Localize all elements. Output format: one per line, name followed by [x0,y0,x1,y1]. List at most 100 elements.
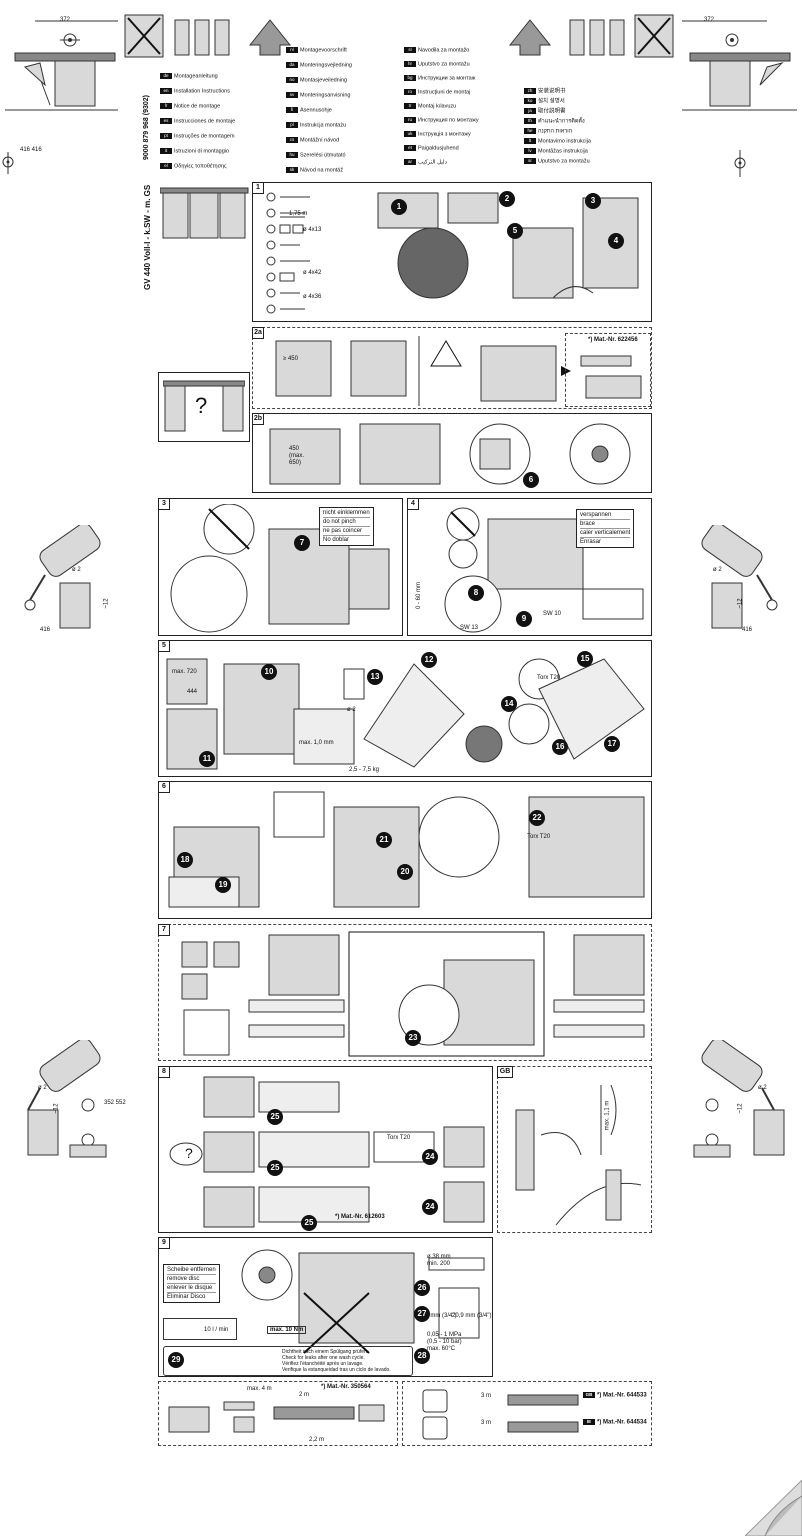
step-20-marker: 20 [397,864,413,880]
parts-list-illustration [266,192,310,314]
country-code-ie: IE [583,1419,595,1425]
step-16-marker: 16 [552,739,568,755]
drill-depth-lower-right: ~12 [737,1103,744,1114]
language-title: Instrucţiuni de montaj [418,89,471,96]
panel-8: 8 ? Torx T20 *) Mat.-Nr. 612603 25 25 25… [158,1066,493,1233]
pressure-bar: (0,5 - 10 bar) [427,1339,462,1345]
part-screw-4x13: ø 4x13 [303,227,322,233]
leak-check-de: Dichtheit nach einem Spülgang prüfen. [282,1349,369,1355]
do-not-pinch-warning: nicht einklemmen do not pinch ne pas coi… [319,507,374,546]
language-code-badge: da [286,62,298,68]
drill-diameter-lower-right: ø 2 [758,1085,767,1091]
panel-5-illustration [166,658,645,770]
step-24-marker-b: 24 [422,1199,438,1215]
step-1-marker: 1 [391,199,407,215]
language-title: Instrukcja montażu [300,122,347,129]
step-2-marker: 2 [499,191,515,207]
panel-4-illustration [444,507,644,633]
language-title: Uputstvo za montažu [538,158,590,165]
aquastop-mat-2: IE*) Mat.-Nr. 644534 [583,1419,647,1426]
panel-8-mat-number: *) Mat.-Nr. 612603 [335,1214,385,1220]
language-code-badge: ko [524,98,536,104]
step-13-marker: 13 [367,669,383,685]
drill-depth-right: ~12 [737,598,744,609]
panel-2a: 2a ≥ 450 *) Mat.-Nr. 622456 [252,327,652,409]
language-title: คำแนะนำการติดตั้ง [538,118,585,125]
language-code-badge: es [160,118,172,124]
step-14-marker: 14 [501,696,517,712]
step-28-marker: 28 [414,1348,430,1364]
panel-6-torx: Torx T20 [527,834,551,840]
step-4-marker: 4 [608,233,624,249]
step-19-marker: 19 [215,877,231,893]
thread-size-a: 26,4 mm (3/4") [417,1313,457,1319]
language-code-badge: pl [286,122,298,128]
language-code-badge: it [160,148,172,154]
language-title: 설치 설명서 [538,98,565,105]
language-code-badge: en [160,88,172,94]
language-title: Montaj kılavuzu [418,103,457,110]
panel-8-torx: Torx T20 [387,1135,411,1141]
panel-2b-dim-450: 450 [289,446,300,452]
flow-rate-label: 10 l / min [204,1327,229,1333]
language-title: 安装说明书 [538,88,566,95]
panel-2b-diagrams [269,423,631,485]
language-code-badge: th [524,118,536,124]
panel-2b-dim-max: (max. [289,453,304,459]
panel-8-question: ? [185,1145,193,1161]
language-title: הוראות התקנה [538,128,573,135]
language-code-badge: ro [404,89,416,95]
panel-8-number: 8 [158,1066,170,1078]
language-title: Szerelési útmutató [300,152,346,159]
dimension-mid-right: 416 [742,627,753,633]
drill-diameter-lower-left: ø 2 [38,1085,47,1091]
panel-5-number: 5 [158,640,170,652]
step-5-marker: 5 [507,223,523,239]
panel-2a-number: 2a [252,327,264,339]
language-code-badge: bg [404,75,416,81]
step-9-marker: 9 [516,611,532,627]
cabinet-question-box: ? [158,372,250,442]
leak-check-en: Check for leaks after one wash cycle. [282,1355,365,1361]
panel-4: 4 verspannen brace caler verticalement E… [407,498,652,636]
language-code-badge: el [160,163,172,169]
panel-9-illustration [241,1249,485,1354]
language-title: Інструкція з монтажу [418,131,471,138]
language-code-badge: hr [404,61,416,67]
wrench-size-13: SW 13 [460,625,479,631]
language-code-badge: lv [524,148,536,154]
hose-length-2-2m: 2,2 m [309,1437,325,1443]
dimension-mid-left: 416 [40,627,51,633]
panel-7: 7 23 [158,924,652,1061]
panel-2b-dim-650: 650) [289,460,302,466]
language-title: Paigaldusjuhend [418,145,459,152]
part-hose-length: 1,75 m [289,211,308,217]
language-code-badge: et [404,145,416,151]
question-mark: ? [195,393,208,418]
cabinet-top-right-diagram [682,20,797,177]
language-code-badge: lt [524,138,536,144]
remove-disc-note: Scheibe entfernen remove disc enlever le… [163,1264,220,1303]
panel-2a-dimension: ≥ 450 [283,356,298,362]
step-25-marker-a: 25 [267,1109,283,1125]
hose-max-length: max. 4 m [247,1386,272,1392]
cabinet-gap-illustration [163,380,245,432]
language-title: Instruções de montagem [174,133,235,140]
step-6-marker: 6 [523,472,539,488]
panel-gb-label: GB [497,1066,513,1078]
